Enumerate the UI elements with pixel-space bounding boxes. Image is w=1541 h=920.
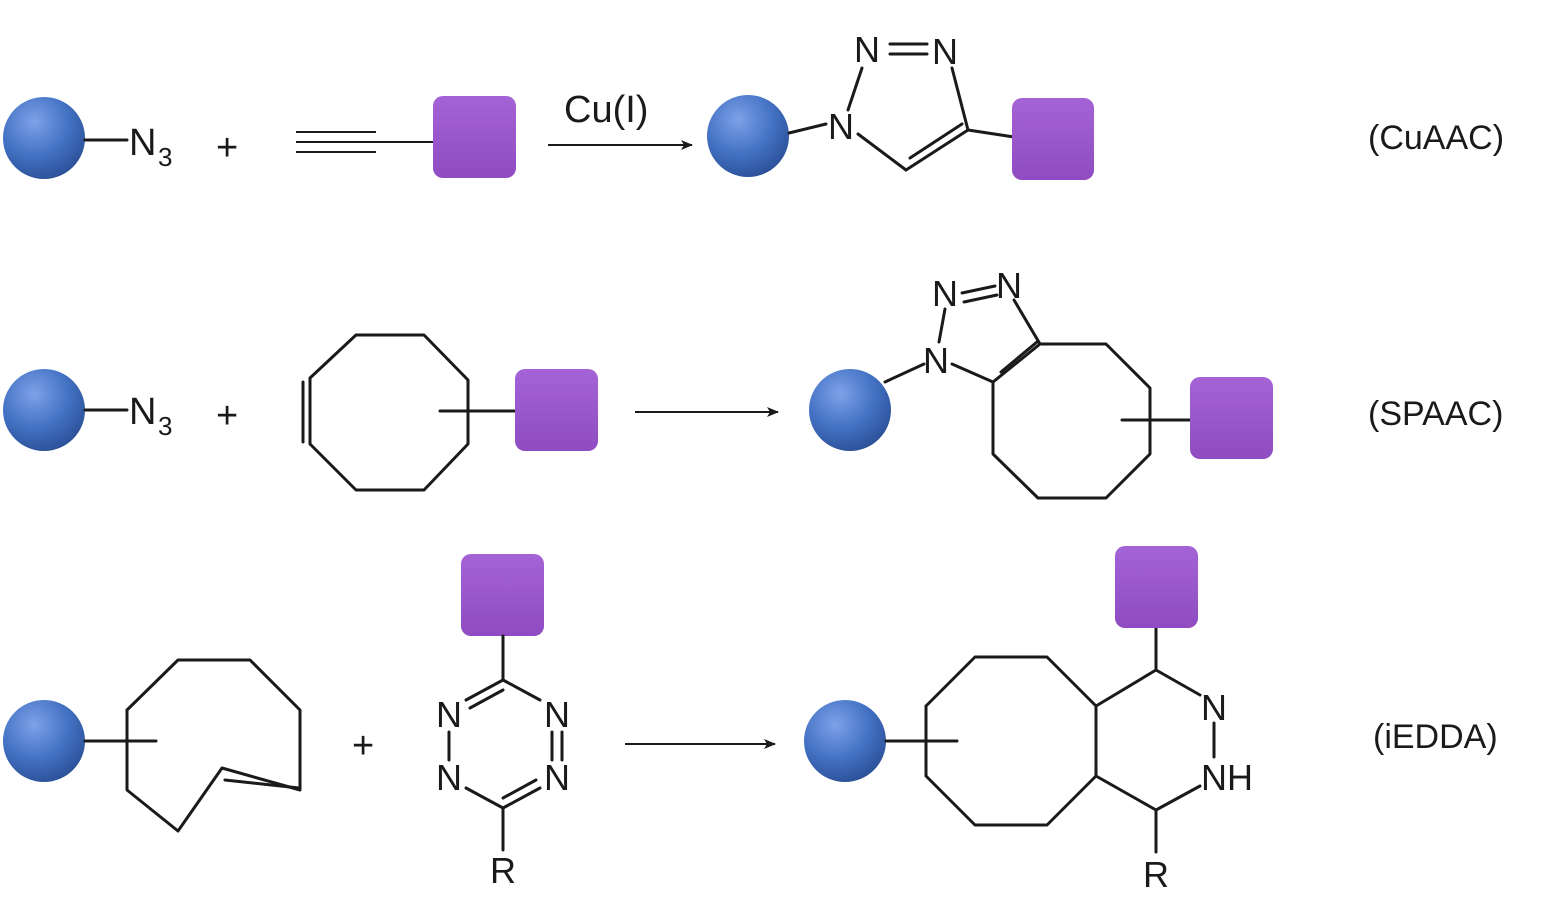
reaction-label-spaac: (SPAAC) [1368,395,1503,433]
reactant-azide: N 3 [3,369,172,451]
payload-square-icon [1115,546,1198,628]
payload-square-icon [515,369,598,451]
pyridazine-r-label: R [1143,854,1169,895]
plus-sign: + [216,127,238,169]
product-triazole: N N N [707,29,1094,180]
triazole-n2-label: N [854,29,880,70]
triazole-n3-label: N [996,265,1022,306]
tetrazine-n-label: N [544,757,570,798]
molecule-sphere-icon [809,369,891,451]
azide-n-label: N [129,122,156,164]
azide-subscript: 3 [158,411,172,441]
tetrazine-n-label: N [436,757,462,798]
reactant-cyclooctyne [301,333,598,492]
reactant-tetrazine: N N N N R [436,554,570,891]
payload-square-icon [1012,98,1094,180]
product-fused-triazole: N N N [809,265,1273,500]
plus-sign: + [216,395,238,437]
product-dihydropyridazine: N NH R [804,546,1253,895]
azide-subscript: 3 [158,142,172,172]
reaction-iedda: + N N N N R [3,546,1498,895]
triazole-n1-label: N [828,106,854,147]
tetrazine-n-label: N [544,694,570,735]
catalyst-label: Cu(I) [564,89,648,131]
payload-square-icon [433,96,516,178]
payload-square-icon [1190,377,1273,459]
plus-sign: + [352,725,374,767]
reaction-label-cuaac: (CuAAC) [1368,119,1504,157]
molecule-sphere-icon [3,97,85,179]
reactant-alkyne [296,96,516,178]
triazole-n3-label: N [932,31,958,72]
azide-n-label: N [129,391,156,433]
payload-square-icon [461,554,544,636]
molecule-sphere-icon [804,700,886,782]
molecule-sphere-icon [3,700,85,782]
molecule-sphere-icon [707,95,789,177]
pyridazine-n-label: N [1201,687,1227,728]
reaction-cuaac: N 3 + Cu(I) N N N [3,29,1504,180]
reaction-spaac: N 3 + N N N (S [3,265,1503,500]
triazole-n2-label: N [932,273,958,314]
molecule-sphere-icon [3,369,85,451]
tetrazine-n-label: N [436,694,462,735]
reaction-arrow: Cu(I) [548,89,693,150]
triazole-n1-label: N [923,340,949,381]
reactant-trans-cyclooctene [3,658,302,833]
reaction-label-iedda: (iEDDA) [1373,718,1498,756]
tetrazine-r-label: R [490,850,516,891]
pyridazine-nh-label: NH [1201,757,1253,798]
reactant-azide: N 3 [3,97,172,179]
